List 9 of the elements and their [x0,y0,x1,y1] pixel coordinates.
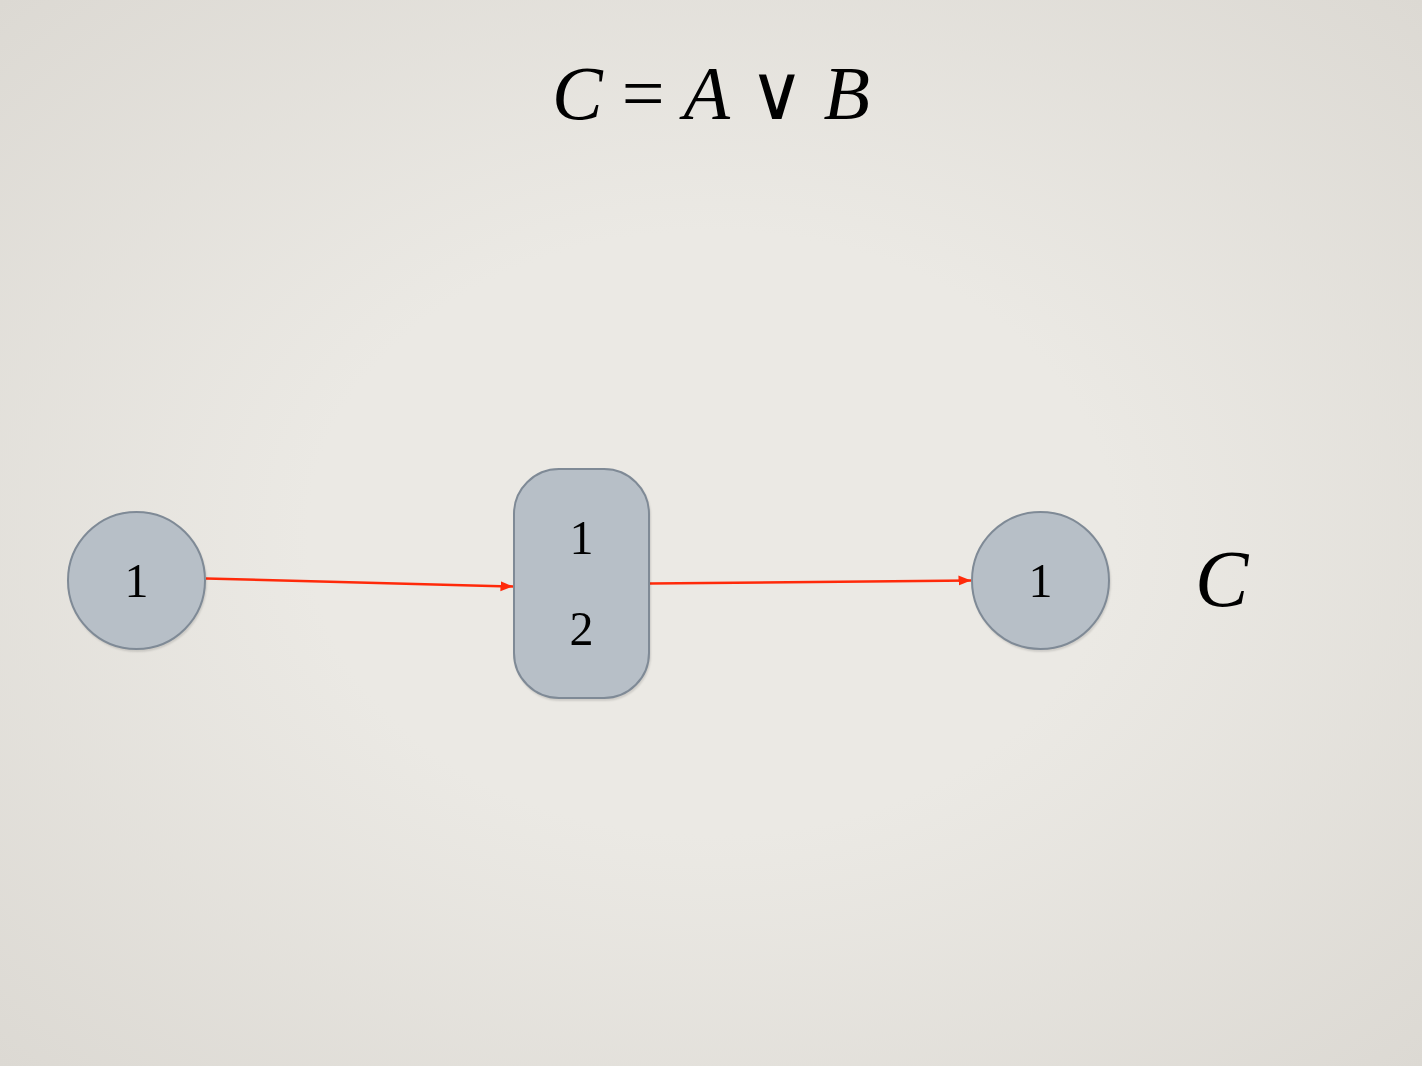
formula-title: C = A ∨ B [550,55,872,131]
state-label: 1 [569,513,594,562]
state-pill [513,468,650,699]
state-label: 2 [569,605,594,654]
state-label: 1 [1028,556,1053,605]
state-label: 1 [124,556,149,605]
output-label: C [1195,538,1249,619]
arrow [205,577,514,592]
arrow [650,575,971,586]
